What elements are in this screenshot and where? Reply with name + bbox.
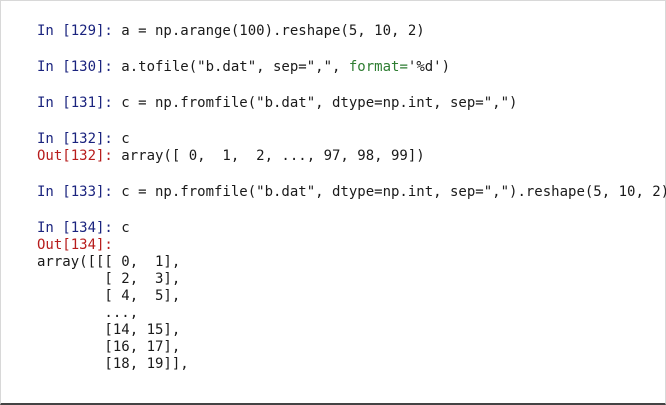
output-line: [ 2, 3], xyxy=(37,271,181,287)
in-prompt: In [131]: xyxy=(37,95,113,111)
code-line: a.tofile("b.dat", sep=",", xyxy=(112,59,349,75)
in-prompt: In [130]: xyxy=(37,59,113,75)
in-prompt: In [129]: xyxy=(37,23,113,39)
keyword-arg: format= xyxy=(348,59,408,75)
output-line: [14, 15], xyxy=(37,322,181,338)
in-prompt: In [132]: xyxy=(37,131,113,147)
input-cell-130[interactable]: In [130]: a.tofile("b.dat", sep=",", for… xyxy=(37,59,656,76)
output-text: array([ 0, 1, 2, ..., 97, 98, 99]) xyxy=(112,148,425,164)
code-line: c = np.fromfile("b.dat", dtype=np.int, s… xyxy=(112,95,518,111)
output-line: ..., xyxy=(37,305,139,321)
code-line: c xyxy=(112,220,130,236)
input-cell-131[interactable]: In [131]: c = np.fromfile("b.dat", dtype… xyxy=(37,95,656,112)
code-line: c = np.fromfile("b.dat", dtype=np.int, s… xyxy=(112,184,666,200)
output-line: [18, 19]], xyxy=(37,356,189,372)
output-line: array([[[ 0, 1], xyxy=(37,254,181,270)
output-cell-132: Out[132]: array([ 0, 1, 2, ..., 97, 98, … xyxy=(37,148,656,165)
output-line: [ 4, 5], xyxy=(37,288,181,304)
output-cell-134: Out[134]: xyxy=(37,237,656,254)
input-cell-133[interactable]: In [133]: c = np.fromfile("b.dat", dtype… xyxy=(37,184,666,201)
ipython-session: In [129]: a = np.arange(100).reshape(5, … xyxy=(37,23,666,373)
out-prompt: Out[134]: xyxy=(37,237,113,253)
in-prompt: In [133]: xyxy=(37,184,113,200)
code-line-tail: '%d') xyxy=(407,59,451,75)
input-cell-132[interactable]: In [132]: c xyxy=(37,131,656,148)
code-line: a = np.arange(100).reshape(5, 10, 2) xyxy=(112,23,425,39)
out-prompt: Out[132]: xyxy=(37,148,113,164)
input-cell-134[interactable]: In [134]: c xyxy=(37,220,656,237)
code-line: c xyxy=(112,131,130,147)
in-prompt: In [134]: xyxy=(37,220,113,236)
output-line: [16, 17], xyxy=(37,339,181,355)
input-cell-129[interactable]: In [129]: a = np.arange(100).reshape(5, … xyxy=(37,23,656,40)
